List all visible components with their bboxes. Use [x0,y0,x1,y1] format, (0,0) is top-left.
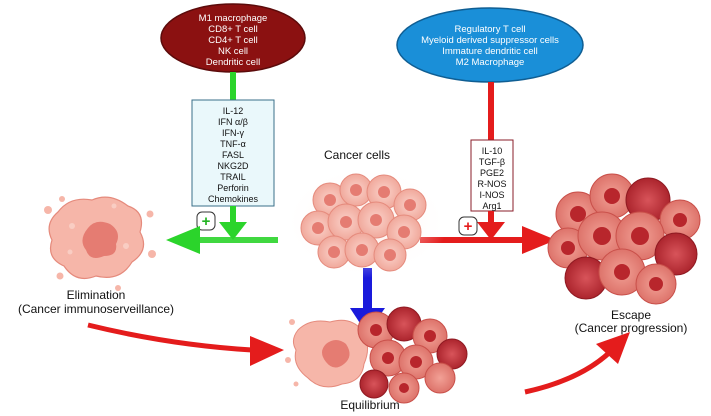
red-connector-lower [488,211,494,224]
plus-badge-red [458,216,478,236]
elimination-illustration [44,196,156,291]
equilibrium-title: Equilibrium [340,398,399,412]
red-connector-line [488,82,494,140]
elimination-subtitle: (Cancer immunoserveillance) [18,302,174,316]
activating-factor-label: FASL [222,150,244,160]
activator-cell-label: M1 macrophage [199,13,268,24]
suppressive-factor-label: TGF-β [479,157,505,167]
immune-activators-group: M1 macrophage CD8+ T cell CD4+ T cell NK… [160,3,306,73]
green-left-arrow [166,226,278,254]
activating-pathway: IL-12 IFN α/β IFN-γ TNF-α FASL NKG2D TRA… [191,72,275,240]
immune-suppressors-group: Regulatory T cell Myeloid derived suppre… [396,7,584,83]
suppressive-factor-label: Arg1 [482,201,501,211]
green-connector-line [230,72,236,100]
activator-cell-label: CD4+ T cell [208,35,258,46]
cancer-cells-label: Cancer cells [324,148,390,162]
escape-title: Escape [611,308,651,322]
suppressor-cell-label: Immature dendritic cell [442,46,538,57]
activator-cell-label: NK cell [218,46,248,57]
activating-factor-label: IFN-γ [222,128,244,138]
activating-factor-label: TNF-α [220,139,246,149]
curved-arrow-to-equilibrium [87,322,284,366]
suppressive-factor-label: IL-10 [482,146,503,156]
activating-factor-label: IL-12 [223,106,244,116]
red-down-arrowhead [477,222,505,240]
plus-badge-green [196,211,216,231]
green-down-arrowhead [219,222,247,240]
activating-factor-label: NKG2D [217,161,249,171]
suppressor-cell-label: M2 Macrophage [456,57,525,68]
activator-cell-label: Dendritic cell [206,57,260,68]
equilibrium-illustration [285,306,468,404]
cancer-cells-cluster [284,166,448,278]
suppressive-factor-label: PGE2 [480,168,504,178]
curved-arrow-to-escape [524,332,630,395]
plus-icon: + [464,218,473,235]
activating-factor-label: Chemokines [208,194,259,204]
elimination-title: Elimination [67,288,126,302]
suppressive-pathway: IL-10 TGF-β PGE2 R-NOS I-NOS Arg1 + [458,82,514,240]
suppressor-cell-label: Myeloid derived suppressor cells [421,35,559,46]
activating-factor-label: Perforin [217,183,249,193]
plus-icon: + [202,213,211,230]
activator-cell-label: CD8+ T cell [208,24,258,35]
green-connector-lower [230,206,236,224]
activating-factor-label: TRAIL [220,172,246,182]
activating-factor-label: IFN α/β [218,117,248,127]
suppressive-factors-box [470,139,514,212]
suppressor-cell-label: Regulatory T cell [455,24,526,35]
red-right-arrow [420,226,556,254]
escape-illustration [547,173,701,305]
escape-subtitle: (Cancer progression) [575,321,688,335]
suppressive-factor-label: R-NOS [478,179,507,189]
suppressive-factor-label: I-NOS [479,190,504,200]
